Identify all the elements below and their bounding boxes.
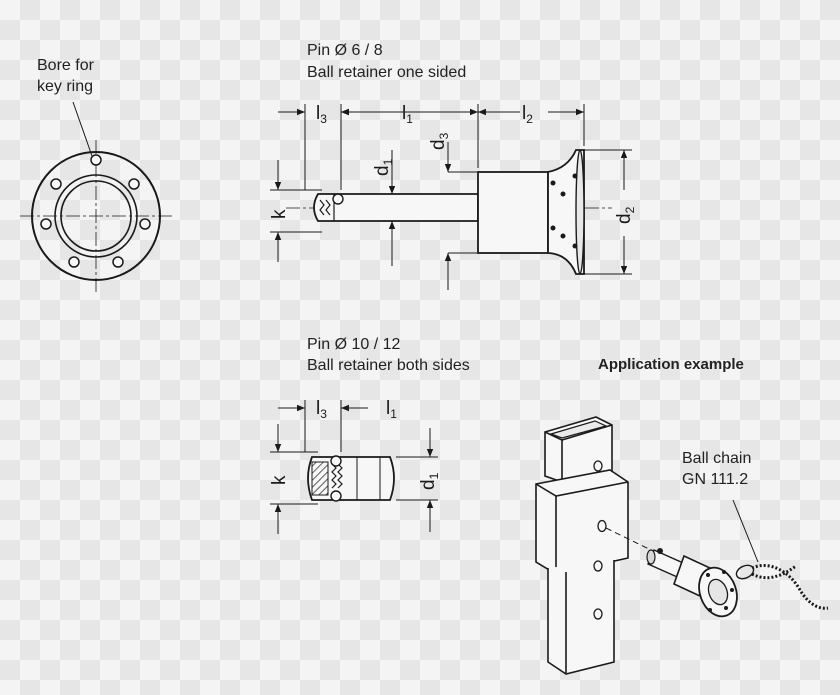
dim-d1-bottom: d1 <box>418 472 441 490</box>
dim-d3-top: d3 <box>428 132 451 150</box>
pin-10-12-detail <box>270 400 438 534</box>
bore-caption-line2: key ring <box>37 78 94 95</box>
dim-l3-top: l3 <box>316 103 327 126</box>
pin1-caption-line1: Pin Ø 6 / 8 <box>307 42 383 59</box>
application-example-title: Application example <box>598 356 744 373</box>
dim-k-bottom: k <box>269 475 290 485</box>
bore-caption-line1: Bore for <box>37 57 94 74</box>
pin-6-8-side-view <box>270 104 632 290</box>
flange-front-view <box>20 101 172 292</box>
pin2-caption-line1: Pin Ø 10 / 12 <box>307 336 401 353</box>
pin-6-8-dimension-labels: l3 l1 l2 k d1 d3 d2 <box>269 103 637 224</box>
pin2-caption-line2: Ball retainer both sides <box>307 357 470 374</box>
dim-k-top: k <box>269 209 290 219</box>
pin-10-12-dimension-labels: l3 l1 k d1 <box>269 398 441 490</box>
ball-chain-caption-line1: Ball chain <box>682 450 752 467</box>
dim-l3-bottom: l3 <box>316 398 327 421</box>
pin1-caption-line2: Ball retainer one sided <box>307 64 467 81</box>
ball-chain-caption-line2: GN 111.2 <box>682 471 749 488</box>
dim-l1-top: l1 <box>402 103 413 126</box>
dim-d2-top: d2 <box>614 206 637 224</box>
dim-l1-bottom: l1 <box>386 398 397 421</box>
application-example-drawing <box>535 416 829 675</box>
dim-d1-top: d1 <box>372 158 395 176</box>
dim-l2-top: l2 <box>522 103 533 126</box>
